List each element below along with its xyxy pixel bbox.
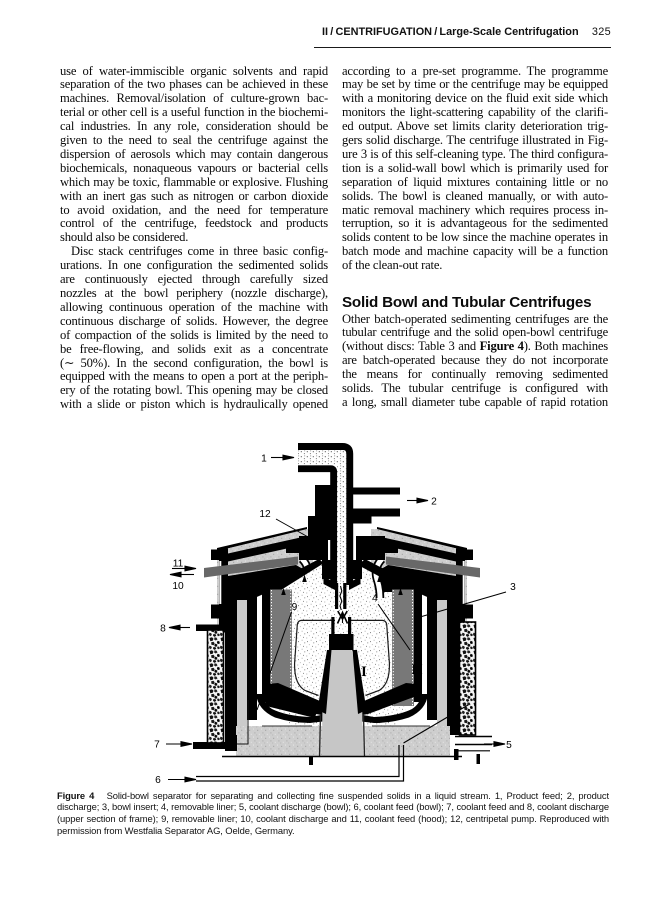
- svg-text:1: 1: [261, 454, 267, 465]
- svg-text:11: 11: [173, 559, 184, 570]
- svg-text:10: 10: [172, 581, 184, 592]
- svg-text:8: 8: [160, 624, 166, 635]
- svg-text:II: II: [411, 662, 423, 678]
- svg-text:4: 4: [372, 593, 378, 604]
- svg-text:7: 7: [154, 740, 160, 751]
- svg-text:6: 6: [155, 775, 161, 786]
- svg-text:2: 2: [431, 497, 437, 508]
- svg-text:5: 5: [506, 740, 512, 751]
- svg-text:3: 3: [510, 582, 516, 593]
- svg-text:9: 9: [292, 602, 298, 613]
- svg-text:I: I: [361, 664, 367, 680]
- svg-text:12: 12: [259, 509, 271, 520]
